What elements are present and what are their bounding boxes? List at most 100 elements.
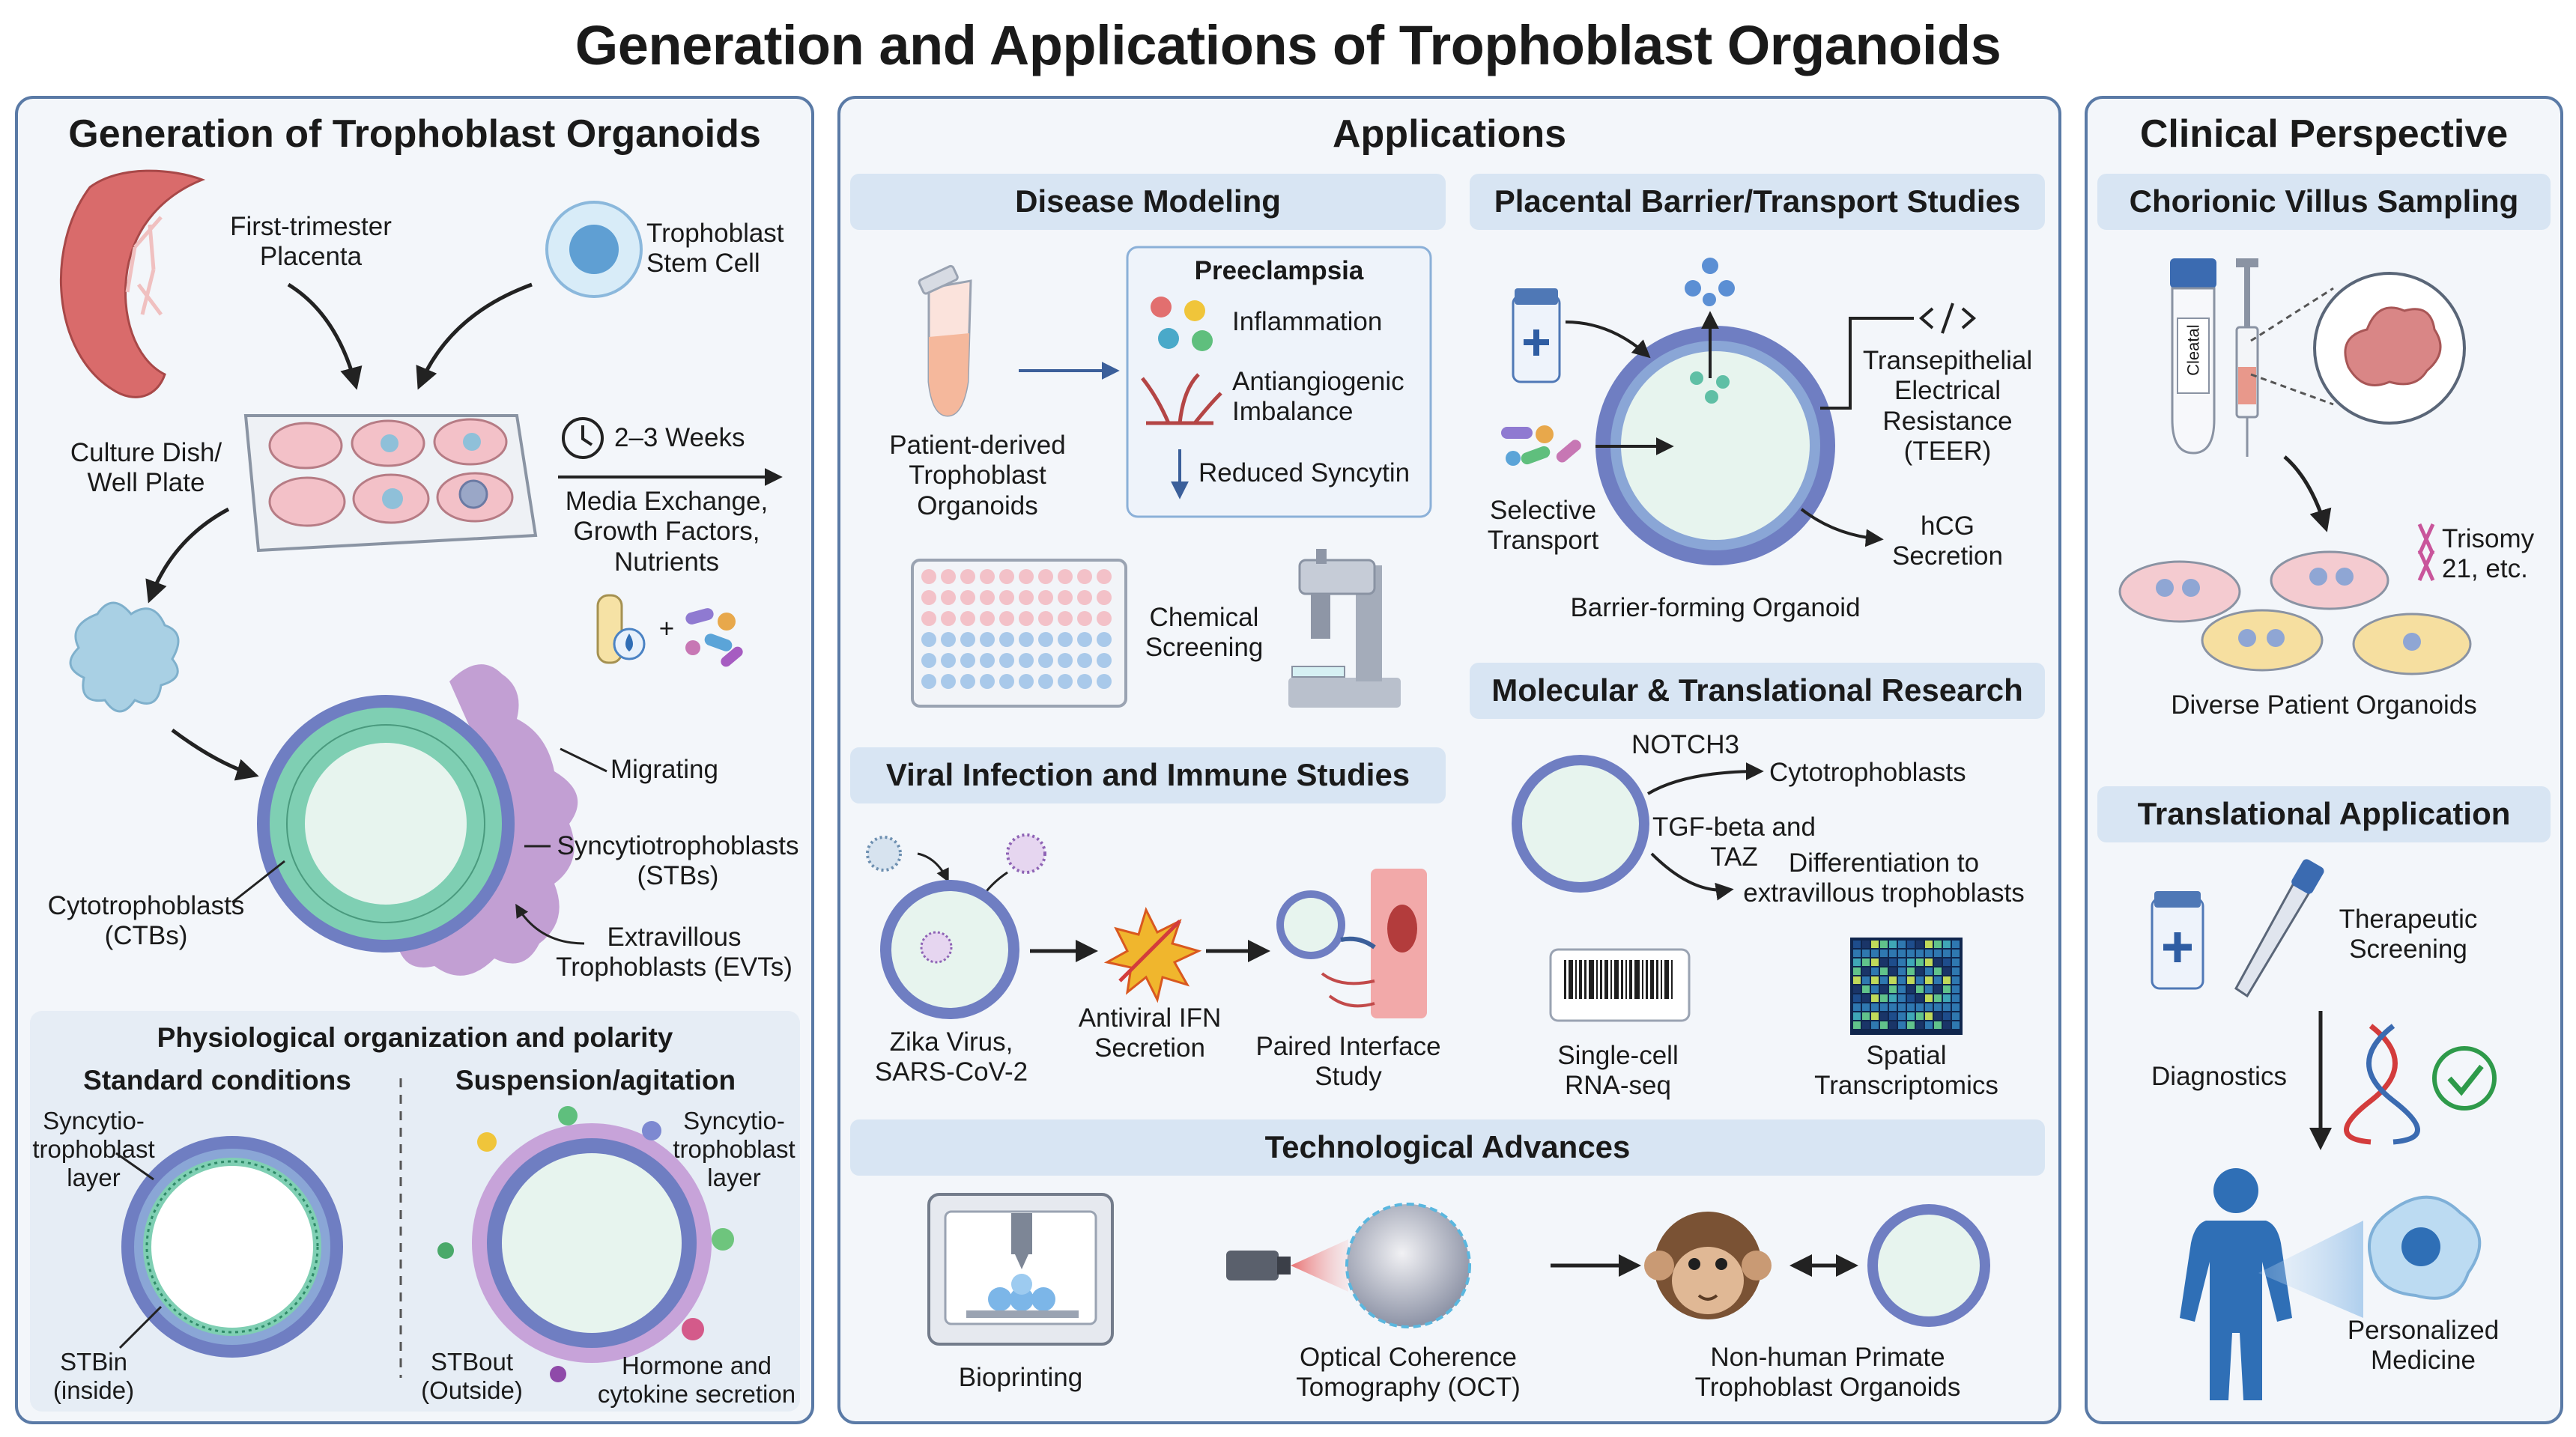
heat-cell	[1898, 1021, 1906, 1029]
heat-cell	[1853, 976, 1861, 984]
arrow-virus-1	[917, 852, 949, 883]
heat-cell	[1907, 976, 1915, 984]
heat-cell	[1853, 941, 1861, 948]
bar-disease	[850, 174, 1446, 230]
barcode-bar	[1661, 960, 1662, 999]
cvs-title: Chorionic Villus Sampling	[2129, 183, 2519, 219]
heat-cell	[1898, 967, 1906, 975]
heat-cell	[1853, 1003, 1861, 1011]
heat-cell	[1862, 994, 1870, 1002]
sample-tube-icon	[2170, 258, 2216, 455]
placenta-label: First-trimester Placenta	[230, 212, 392, 272]
migrating-label: Migrating	[610, 755, 718, 784]
well	[960, 653, 975, 668]
heat-cell	[1952, 976, 1960, 984]
chemical-screening-label: Chemical Screening	[1145, 603, 1264, 663]
heat-cell	[1898, 941, 1906, 948]
heat-cell	[1898, 985, 1906, 993]
dna-icon	[2344, 1024, 2420, 1145]
diverse-organoids-label: Diverse Patient Organoids	[2171, 690, 2477, 720]
heat-cell	[1889, 950, 1897, 957]
heat-cell	[1952, 958, 1960, 966]
personalized-label: Personalized Medicine	[2347, 1316, 2500, 1376]
heat-cell	[1853, 1012, 1861, 1020]
well	[1038, 611, 1053, 626]
arrow-placenta-to-dish	[287, 282, 363, 390]
barcode-bar	[1625, 960, 1627, 999]
well	[1097, 674, 1112, 689]
well	[960, 590, 975, 605]
virus-icons	[866, 833, 1046, 874]
heat-cell	[1871, 958, 1879, 966]
well	[980, 653, 995, 668]
well	[941, 653, 956, 668]
well	[1097, 590, 1112, 605]
heat-cell	[1952, 950, 1960, 957]
barcode-bar	[1664, 960, 1669, 999]
heat-cell	[1916, 941, 1924, 948]
heat-cell	[1925, 985, 1933, 993]
well	[921, 653, 936, 668]
heat-cell	[1943, 1021, 1951, 1029]
media-vial-icon	[596, 594, 646, 664]
barcode-bar	[1564, 960, 1566, 999]
well	[999, 590, 1014, 605]
molecular-organoid-icon	[1512, 755, 1649, 893]
heat-cell	[1889, 1021, 1897, 1029]
heat-cell	[1952, 941, 1960, 948]
heat-cell	[1916, 950, 1924, 957]
evt-label: Extravillous Trophoblasts (EVTs)	[556, 923, 793, 982]
well	[1038, 674, 1053, 689]
villus-tissue-icon	[2313, 272, 2466, 425]
heat-cell	[1889, 941, 1897, 948]
heat-cell	[1916, 994, 1924, 1002]
heat-cell	[1889, 994, 1897, 1002]
check-icon	[2432, 1046, 2497, 1111]
polarity-title: Physiological organization and polarity	[157, 1022, 673, 1053]
standard-organoid-icon	[121, 1136, 343, 1358]
heat-cell	[1853, 994, 1861, 1002]
barcode-bar	[1610, 960, 1612, 999]
heat-cell	[1934, 941, 1942, 948]
well	[1038, 590, 1053, 605]
well	[1038, 653, 1053, 668]
heat-cell	[1925, 941, 1933, 948]
well	[999, 674, 1014, 689]
well	[941, 611, 956, 626]
well	[921, 674, 936, 689]
nhp-organoid-icon	[1867, 1204, 1990, 1327]
zika-label: Zika Virus, SARS-CoV-2	[874, 1027, 1028, 1087]
well	[1058, 569, 1073, 584]
well	[941, 632, 956, 647]
well	[1058, 653, 1073, 668]
arrow-dish-to-ctb	[145, 507, 230, 604]
drug-vial-icon	[1512, 288, 1561, 383]
well	[980, 569, 995, 584]
heat-cell	[1943, 1012, 1951, 1020]
arrow-cell-to-organoid	[171, 728, 259, 781]
well	[1058, 590, 1073, 605]
heat-cell	[1889, 1012, 1897, 1020]
well	[980, 632, 995, 647]
heat-cell	[1898, 976, 1906, 984]
heat-cell	[1916, 1003, 1924, 1011]
heat-cell	[1916, 976, 1924, 984]
well	[1077, 653, 1092, 668]
heat-cell	[1952, 967, 1960, 975]
standard-title: Standard conditions	[83, 1065, 351, 1096]
well	[960, 632, 975, 647]
heat-cell	[1871, 967, 1879, 975]
leader-syncytio-left	[115, 1152, 154, 1181]
stbin-label: STBin (inside)	[52, 1348, 135, 1404]
heat-cell	[1898, 1003, 1906, 1011]
heat-cell	[1934, 958, 1942, 966]
media-label: Media Exchange, Growth Factors, Nutrient…	[565, 487, 769, 577]
heat-cell	[1916, 967, 1924, 975]
well	[1019, 653, 1034, 668]
well	[921, 611, 936, 626]
well	[1058, 674, 1073, 689]
well	[960, 611, 975, 626]
heat-cell	[1934, 950, 1942, 957]
barcode-bar	[1579, 960, 1582, 999]
barrier-organoid-label: Barrier-forming Organoid	[1570, 593, 1861, 622]
